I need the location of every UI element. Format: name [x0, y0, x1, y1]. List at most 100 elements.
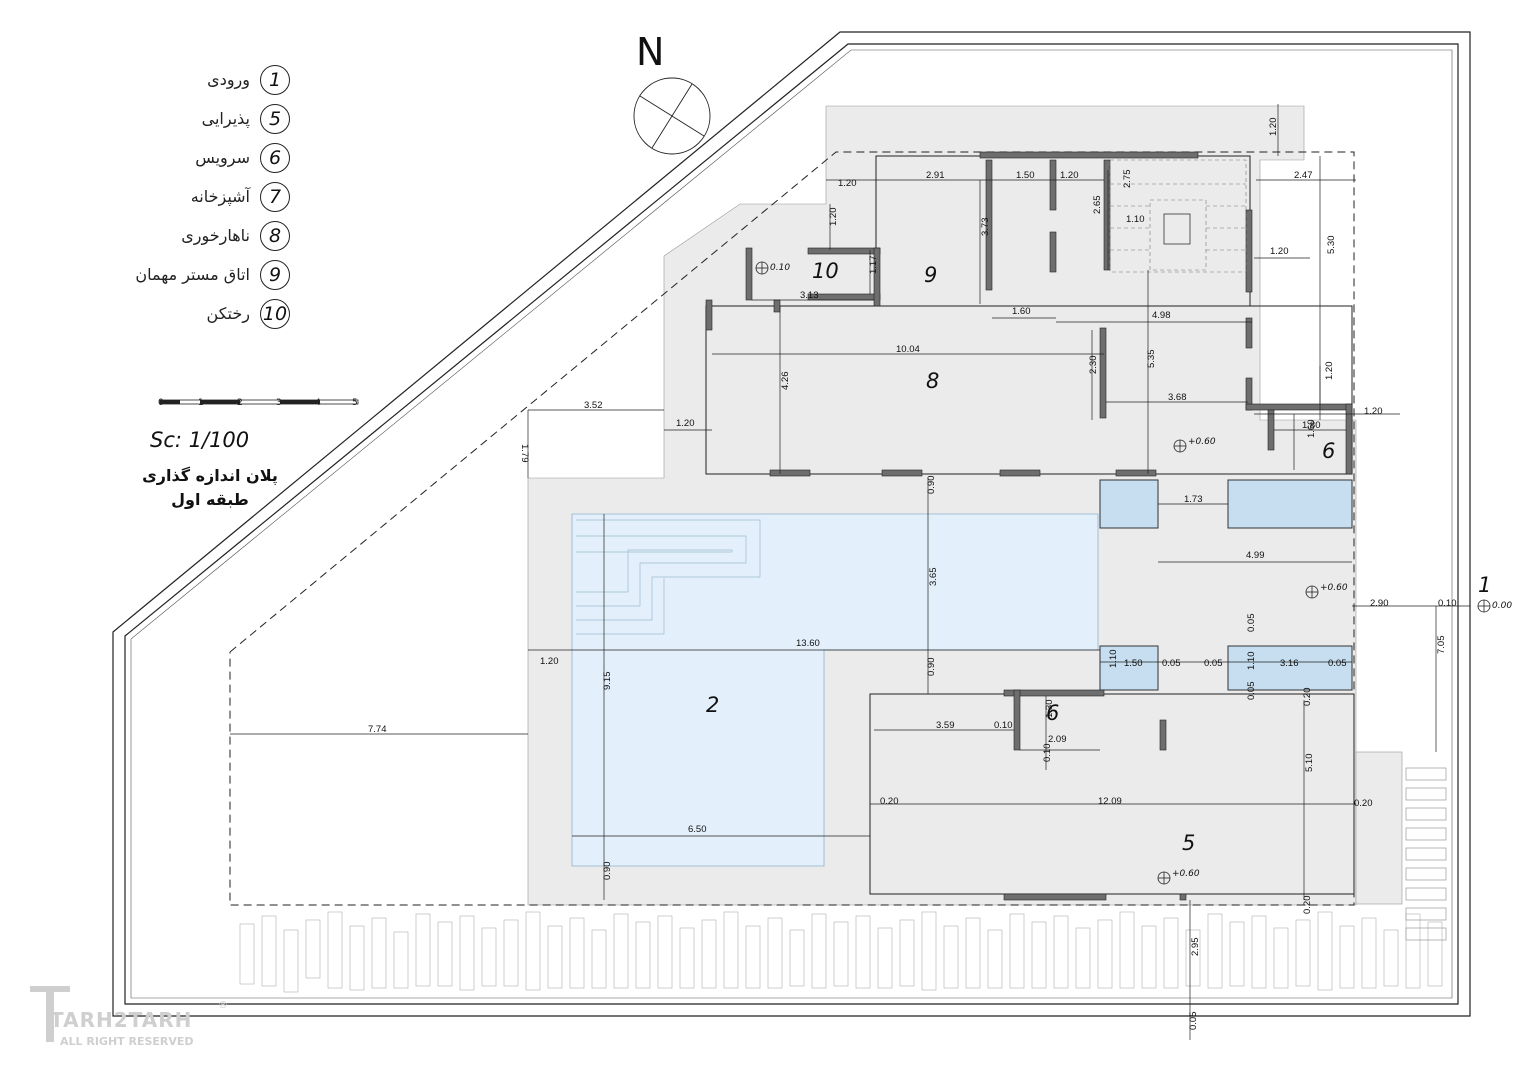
svg-text:0.05: 0.05 — [1188, 1012, 1199, 1031]
svg-text:1.20: 1.20 — [1364, 406, 1383, 417]
svg-text:10.04: 10.04 — [896, 344, 920, 355]
dimension-texts: 1.20 1.20 2.91 1.50 1.20 2.75 2.47 2.65 … — [368, 118, 1457, 1031]
north-label: N — [636, 30, 665, 74]
svg-text:1.10: 1.10 — [1126, 214, 1145, 225]
svg-text:0.20: 0.20 — [1302, 896, 1313, 915]
svg-text:3.13: 3.13 — [800, 290, 819, 301]
svg-text:1.73: 1.73 — [1184, 494, 1203, 505]
scale-tick: 2 — [237, 398, 243, 408]
level-hall: +0.60 — [1320, 583, 1348, 593]
legend-label: ناهارخوری — [181, 226, 250, 245]
svg-text:2.30: 2.30 — [1088, 356, 1099, 375]
room-label-1: 1 — [1478, 573, 1491, 597]
compass-icon — [633, 77, 711, 155]
svg-text:3.65: 3.65 — [928, 568, 939, 587]
svg-text:5.10: 5.10 — [1304, 754, 1315, 773]
svg-text:1.20: 1.20 — [676, 418, 695, 429]
svg-text:2.47: 2.47 — [1294, 170, 1313, 181]
watermark-sub: ALL RIGHT RESERVED — [60, 1035, 194, 1048]
svg-text:0.05: 0.05 — [1328, 658, 1347, 669]
svg-text:0.10: 0.10 — [994, 720, 1013, 731]
svg-text:3.59: 3.59 — [936, 720, 955, 731]
svg-text:3.73: 3.73 — [980, 218, 991, 237]
svg-text:1.79: 1.79 — [519, 444, 530, 463]
svg-text:7.74: 7.74 — [368, 724, 387, 735]
level-0-10: 0.10 — [770, 263, 790, 273]
room-label-10: 10 — [812, 259, 839, 283]
legend-number: 1 — [260, 64, 290, 95]
watermark-logo-icon — [30, 986, 70, 1042]
svg-text:5.35: 5.35 — [1146, 350, 1157, 369]
legend-label: اتاق مستر مهمان — [135, 265, 250, 284]
scale-bar — [159, 399, 359, 405]
legend: ورودی 1 پذیرایی 5 سرویس 6 آشپزخانه 7 ناه… — [110, 60, 290, 333]
legend-item-8: ناهارخوری 8 — [110, 216, 290, 255]
stair-detail — [1109, 159, 1247, 273]
svg-text:3.68: 3.68 — [1168, 392, 1187, 403]
dashed-outline — [229, 151, 1355, 906]
svg-text:1.20: 1.20 — [838, 178, 857, 189]
dimension-lines — [230, 104, 1470, 1040]
svg-text:1.50: 1.50 — [1016, 170, 1035, 181]
level-living: +0.60 — [1172, 869, 1200, 879]
svg-text:2.95: 2.95 — [1190, 938, 1201, 957]
svg-text:0.20: 0.20 — [880, 796, 899, 807]
svg-text:2.90: 2.90 — [1370, 598, 1389, 609]
svg-text:1.17: 1.17 — [868, 256, 879, 275]
legend-item-1: ورودی 1 — [110, 60, 290, 99]
room-label-6b: 6 — [1322, 439, 1335, 463]
svg-text:0.90: 0.90 — [926, 658, 937, 677]
svg-text:2.91: 2.91 — [926, 170, 945, 181]
scale-text: Sc: 1/100 — [150, 428, 250, 452]
legend-item-7: آشپزخانه 7 — [110, 177, 290, 216]
svg-text:1.20: 1.20 — [1324, 362, 1335, 381]
legend-item-9: اتاق مستر مهمان 9 — [110, 255, 290, 294]
svg-text:2.09: 2.09 — [1048, 734, 1067, 745]
svg-text:1.20: 1.20 — [1268, 118, 1279, 137]
svg-text:0.10: 0.10 — [1438, 598, 1457, 609]
room-label-6a: 6 — [1046, 701, 1059, 725]
svg-text:1.20: 1.20 — [828, 208, 839, 227]
room-label-8: 8 — [926, 369, 939, 393]
legend-number: 10 — [260, 298, 290, 329]
legend-item-10: رختکن 10 — [110, 294, 290, 333]
svg-text:2.65: 2.65 — [1092, 196, 1103, 215]
legend-number: 5 — [260, 103, 290, 134]
scale-tick: 5 — [352, 398, 358, 408]
svg-text:0.10: 0.10 — [1042, 744, 1053, 763]
scale-tick: 1 — [198, 398, 204, 408]
room-label-9: 9 — [924, 263, 937, 287]
svg-text:1.10: 1.10 — [1246, 652, 1257, 671]
legend-label: آشپزخانه — [190, 187, 250, 206]
entry-steps — [1405, 767, 1447, 941]
legend-label: رختکن — [206, 304, 250, 323]
svg-text:1.20: 1.20 — [1060, 170, 1079, 181]
svg-text:0.90: 0.90 — [926, 476, 937, 495]
svg-text:13.60: 13.60 — [796, 638, 820, 649]
legend-item-6: سرویس 6 — [110, 138, 290, 177]
legend-number: 7 — [260, 181, 290, 212]
svg-text:1.10: 1.10 — [1108, 650, 1119, 669]
svg-text:0.05: 0.05 — [1204, 658, 1223, 669]
svg-text:0.05: 0.05 — [1246, 614, 1257, 633]
sink — [1163, 213, 1191, 245]
svg-text:1.50: 1.50 — [1124, 658, 1143, 669]
legend-label: پذیرایی — [201, 109, 250, 128]
watermark-reg: ® — [218, 1000, 228, 1011]
scale-ticks: 0 1 2 3 4 5 — [155, 398, 367, 412]
scale-tick: 3 — [276, 398, 282, 408]
scale-tick: 4 — [315, 398, 321, 408]
svg-text:0.90: 0.90 — [602, 862, 613, 881]
svg-text:0.20: 0.20 — [1354, 798, 1373, 809]
svg-text:4.26: 4.26 — [780, 372, 791, 391]
svg-text:9.15: 9.15 — [602, 672, 613, 691]
svg-text:1.60: 1.60 — [1012, 306, 1031, 317]
svg-text:6.50: 6.50 — [688, 824, 707, 835]
scale-tick: 0 — [158, 398, 164, 408]
svg-text:3.16: 3.16 — [1280, 658, 1299, 669]
plan-subtitle: طبقه اول — [171, 490, 249, 509]
svg-text:0.05: 0.05 — [1246, 682, 1257, 701]
room-label-2: 2 — [706, 693, 719, 717]
svg-text:5.30: 5.30 — [1326, 236, 1337, 255]
